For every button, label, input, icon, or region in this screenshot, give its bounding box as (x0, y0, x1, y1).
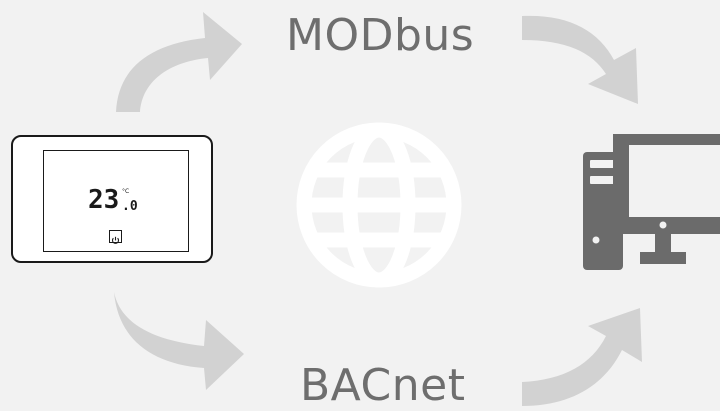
power-button (109, 230, 122, 244)
thermostat-display: 23 °C .0 (43, 150, 189, 252)
arrow-top-right (522, 15, 638, 104)
arrow-top-left (116, 12, 242, 112)
globe-icon (296, 122, 462, 288)
temperature-integer: 23 (88, 185, 120, 215)
desktop-computer-icon (583, 134, 720, 270)
arrow-bottom-right (522, 308, 642, 406)
arrow-bottom-left (114, 292, 244, 390)
power-icon (111, 236, 120, 244)
bacnet-label: BACnet (300, 360, 466, 411)
temperature-unit: °C (122, 188, 130, 195)
modbus-label: MODbus (286, 10, 475, 61)
thermostat-device: 23 °C .0 (11, 135, 213, 263)
temperature-decimal: .0 (122, 199, 138, 214)
